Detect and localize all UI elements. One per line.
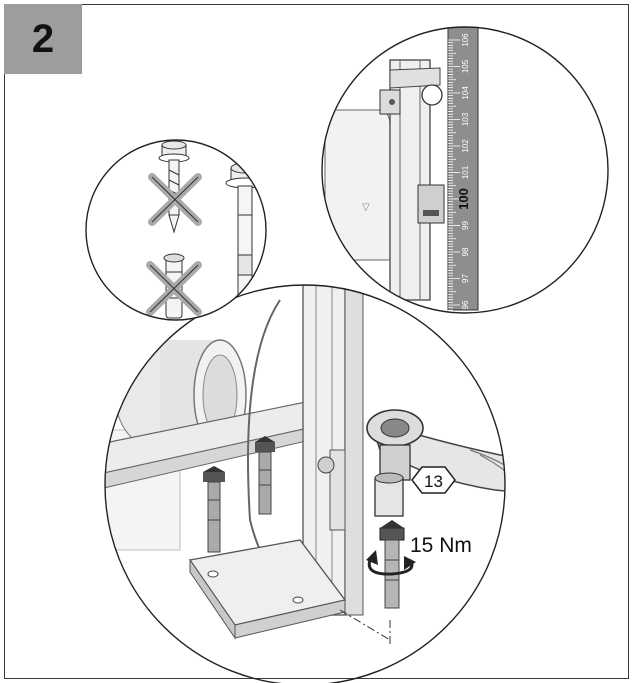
anchor-bolt-installed: [203, 466, 225, 553]
fixings-detail-view: [85, 139, 267, 321]
socket-wrench: [366, 409, 505, 517]
not-allowed-cross-icon: [146, 261, 202, 316]
torque-label: 15 Nm: [410, 534, 472, 557]
height-bracket: [379, 59, 445, 301]
not-allowed-cross-icon: [148, 173, 202, 226]
measuring-scale: 106 105 104 103 102 101 100 99 98 97 96: [447, 27, 479, 313]
wrench-size-label: 13: [411, 466, 456, 494]
frame-vertical-post: [302, 285, 364, 616]
anchor-bolt-installed: [255, 436, 275, 515]
foot-plate: [188, 539, 347, 640]
scale-tick-label: 97: [461, 274, 470, 283]
scale-tick-label: 100: [456, 188, 471, 210]
scale-tick-label: 102: [461, 139, 470, 153]
scale-tick-label: 104: [461, 86, 470, 100]
wood-screw-not-allowed: [158, 140, 190, 234]
scale-tick-label: 103: [461, 112, 470, 126]
rotation-arrow-icon: [366, 550, 416, 576]
anchor-bolt-tightening: [379, 520, 405, 609]
svg-text:▽: ▽: [362, 202, 370, 213]
scale-tick-label: 98: [461, 247, 470, 256]
scale-tick-label: 96: [461, 300, 470, 309]
main-detail-view: [104, 284, 506, 683]
step-number-badge: 2: [4, 4, 82, 74]
scale-tick-label: 105: [461, 59, 470, 73]
scale-tick-label: 99: [461, 221, 470, 230]
wrench-size-text: 13: [424, 472, 443, 491]
scale-detail-view: ▽ 106 105 104 103 102 101 100 99 98 97 96: [321, 26, 609, 314]
scale-tick-label: 101: [461, 165, 470, 179]
scale-tick-label: 106: [461, 33, 470, 47]
